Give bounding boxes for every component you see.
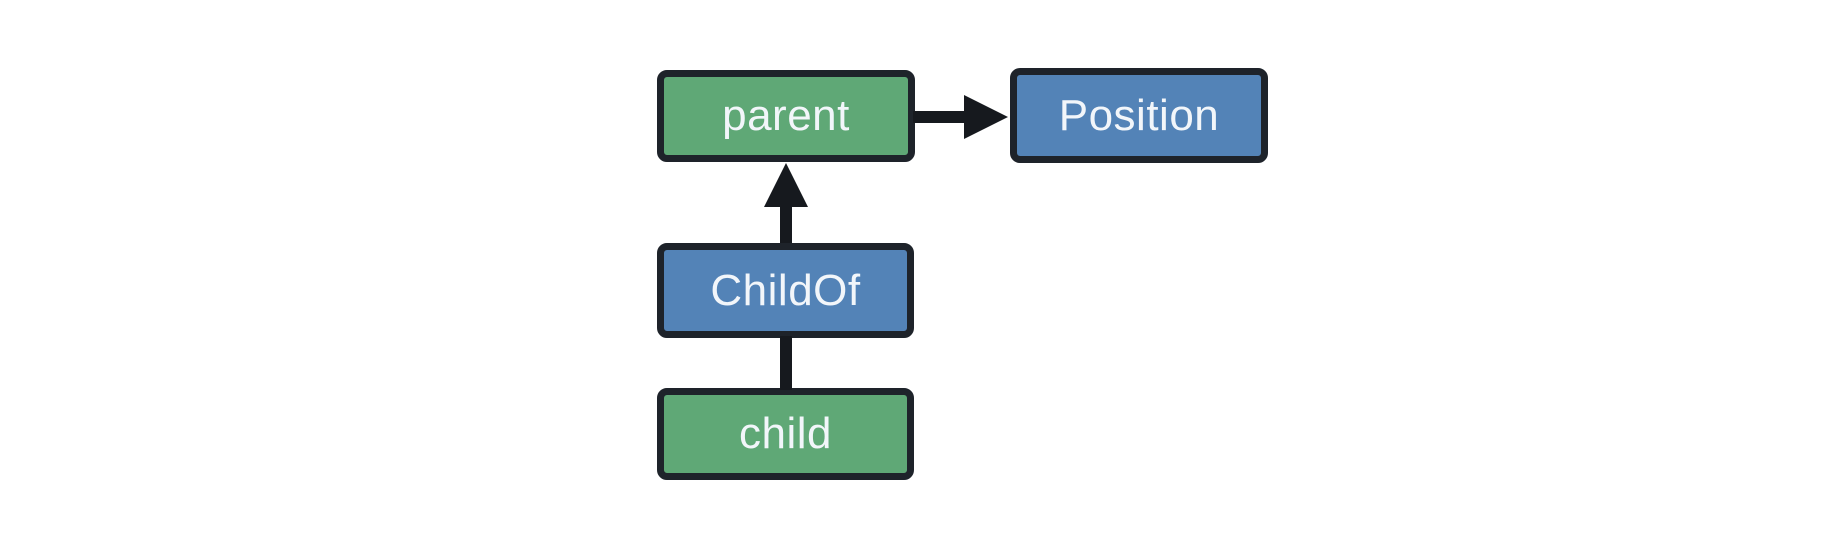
node-parent-label: parent: [722, 91, 850, 140]
edge-line: [780, 336, 792, 390]
edge-line: [780, 205, 792, 243]
node-position-label: Position: [1058, 90, 1220, 140]
node-child: child: [657, 388, 914, 480]
node-childof: ChildOf: [657, 243, 914, 338]
node-child-label: child: [739, 409, 832, 458]
edge-line: [913, 111, 966, 123]
arrowhead-up-icon: [764, 163, 808, 207]
arrowhead-right-icon: [964, 95, 1008, 139]
node-position: Position: [1010, 68, 1268, 163]
node-parent: parent: [657, 70, 915, 162]
node-childof-label: ChildOf: [710, 265, 861, 315]
